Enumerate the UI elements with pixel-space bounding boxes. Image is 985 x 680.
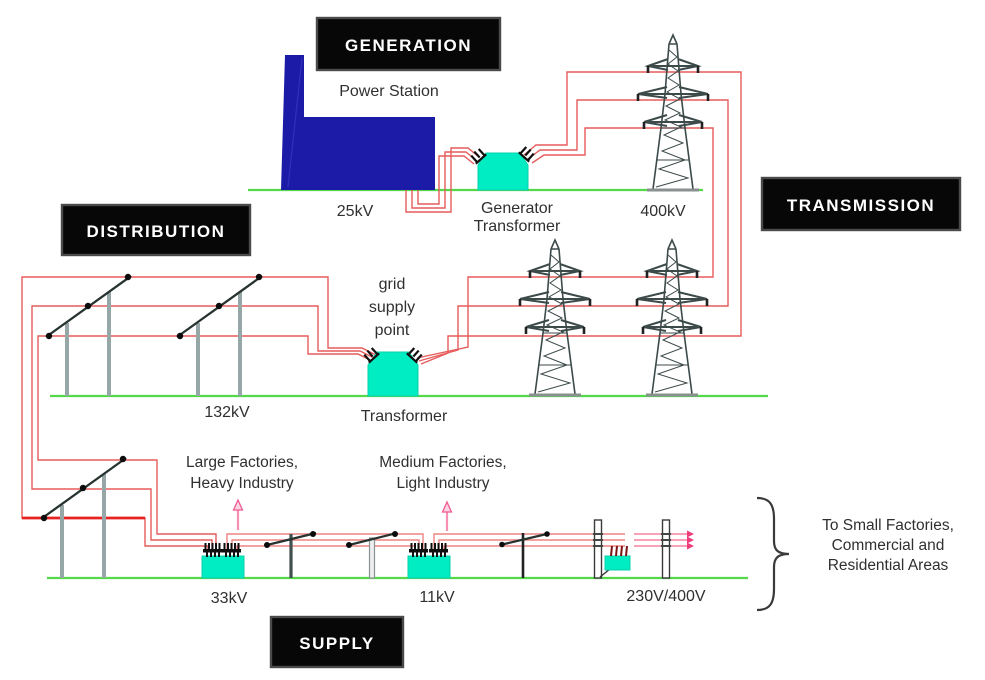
transformer-33kv-shape <box>201 542 245 579</box>
service-arrow-icon <box>687 542 694 550</box>
supply-pole <box>499 531 550 578</box>
power-line <box>21 276 377 549</box>
power-station-label: Power Station <box>339 83 439 100</box>
section-label-transmission: TRANSMISSION <box>760 176 962 232</box>
section-label-distribution: DISTRIBUTION <box>60 203 252 257</box>
generator-transformer-label-line1: Generator <box>481 200 554 217</box>
power-line <box>417 155 475 205</box>
pylon-transmission-left <box>518 238 592 397</box>
grid-supply-transformer-shape <box>361 344 425 397</box>
supply-pole <box>346 531 398 579</box>
transmission-header-text: TRANSMISSION <box>787 196 935 215</box>
grid-transformer-label: Transformer <box>361 408 448 425</box>
grid-supply-point-label-line1: grid <box>379 276 406 293</box>
pylon-400kv <box>636 33 710 192</box>
consumers-label-line2: Commercial and <box>832 537 945 554</box>
large-factories-label-line1: Large Factories, <box>186 454 298 471</box>
feeder-arrow-11kv <box>441 500 453 531</box>
consumers-brace <box>756 496 790 612</box>
power-line <box>31 305 375 549</box>
grid-supply-point-label-line2: supply <box>369 299 415 316</box>
power-line <box>236 545 416 549</box>
voltage-label-230v-400v: 230V/400V <box>626 588 706 605</box>
generator-transformer-label-line2: Transformer <box>474 218 561 235</box>
consumers-label-line1: To Small Factories, <box>822 517 954 534</box>
street-pole <box>593 519 603 579</box>
grid-supply-point-label-line3: point <box>375 322 410 339</box>
power-station-chimney-edge <box>287 57 303 188</box>
street-pole <box>661 519 671 579</box>
distribution-pole-132kv <box>174 271 265 398</box>
supply-pole <box>264 531 317 578</box>
pylon-transmission-right <box>635 238 709 397</box>
diagram-labels: Power Station 25kV Generator Transformer… <box>186 83 954 607</box>
service-arrow-icon <box>687 536 694 544</box>
generator-transformer-shape <box>468 143 537 191</box>
medium-factories-label-line2: Light Industry <box>396 475 489 492</box>
power-line <box>231 539 420 549</box>
section-label-generation: GENERATION <box>315 16 502 72</box>
section-label-supply: SUPPLY <box>269 615 405 669</box>
consumers-label-line3: Residential Areas <box>828 557 949 574</box>
generation-header-text: GENERATION <box>345 36 472 55</box>
power-line <box>37 335 373 549</box>
power-line <box>405 147 480 213</box>
medium-factories-label-line1: Medium Factories, <box>379 454 506 471</box>
service-arrow-icon <box>687 530 694 538</box>
voltage-label-33kv: 33kV <box>211 590 248 607</box>
power-line <box>226 533 424 549</box>
voltage-label-25kv: 25kV <box>337 203 374 220</box>
pole-mounted-transformer-shape <box>599 545 631 578</box>
power-line <box>416 127 714 359</box>
power-line <box>443 545 625 549</box>
large-factories-label-line2: Heavy Industry <box>190 475 294 492</box>
supply-header-text: SUPPLY <box>299 634 374 653</box>
transformer-11kv-shape <box>407 542 451 579</box>
power-station-building <box>281 55 435 190</box>
voltage-label-11kv: 11kV <box>419 589 455 606</box>
voltage-label-132kv: 132kV <box>204 404 250 421</box>
distribution-header-text: DISTRIBUTION <box>87 222 226 241</box>
power-line <box>411 151 478 209</box>
feeder-arrow-33kv <box>232 498 244 530</box>
voltage-label-400kv: 400kV <box>640 203 686 220</box>
power-cables <box>21 71 742 550</box>
distribution-pole-132kv <box>43 271 134 398</box>
power-line <box>420 71 742 365</box>
power-line <box>418 99 729 362</box>
